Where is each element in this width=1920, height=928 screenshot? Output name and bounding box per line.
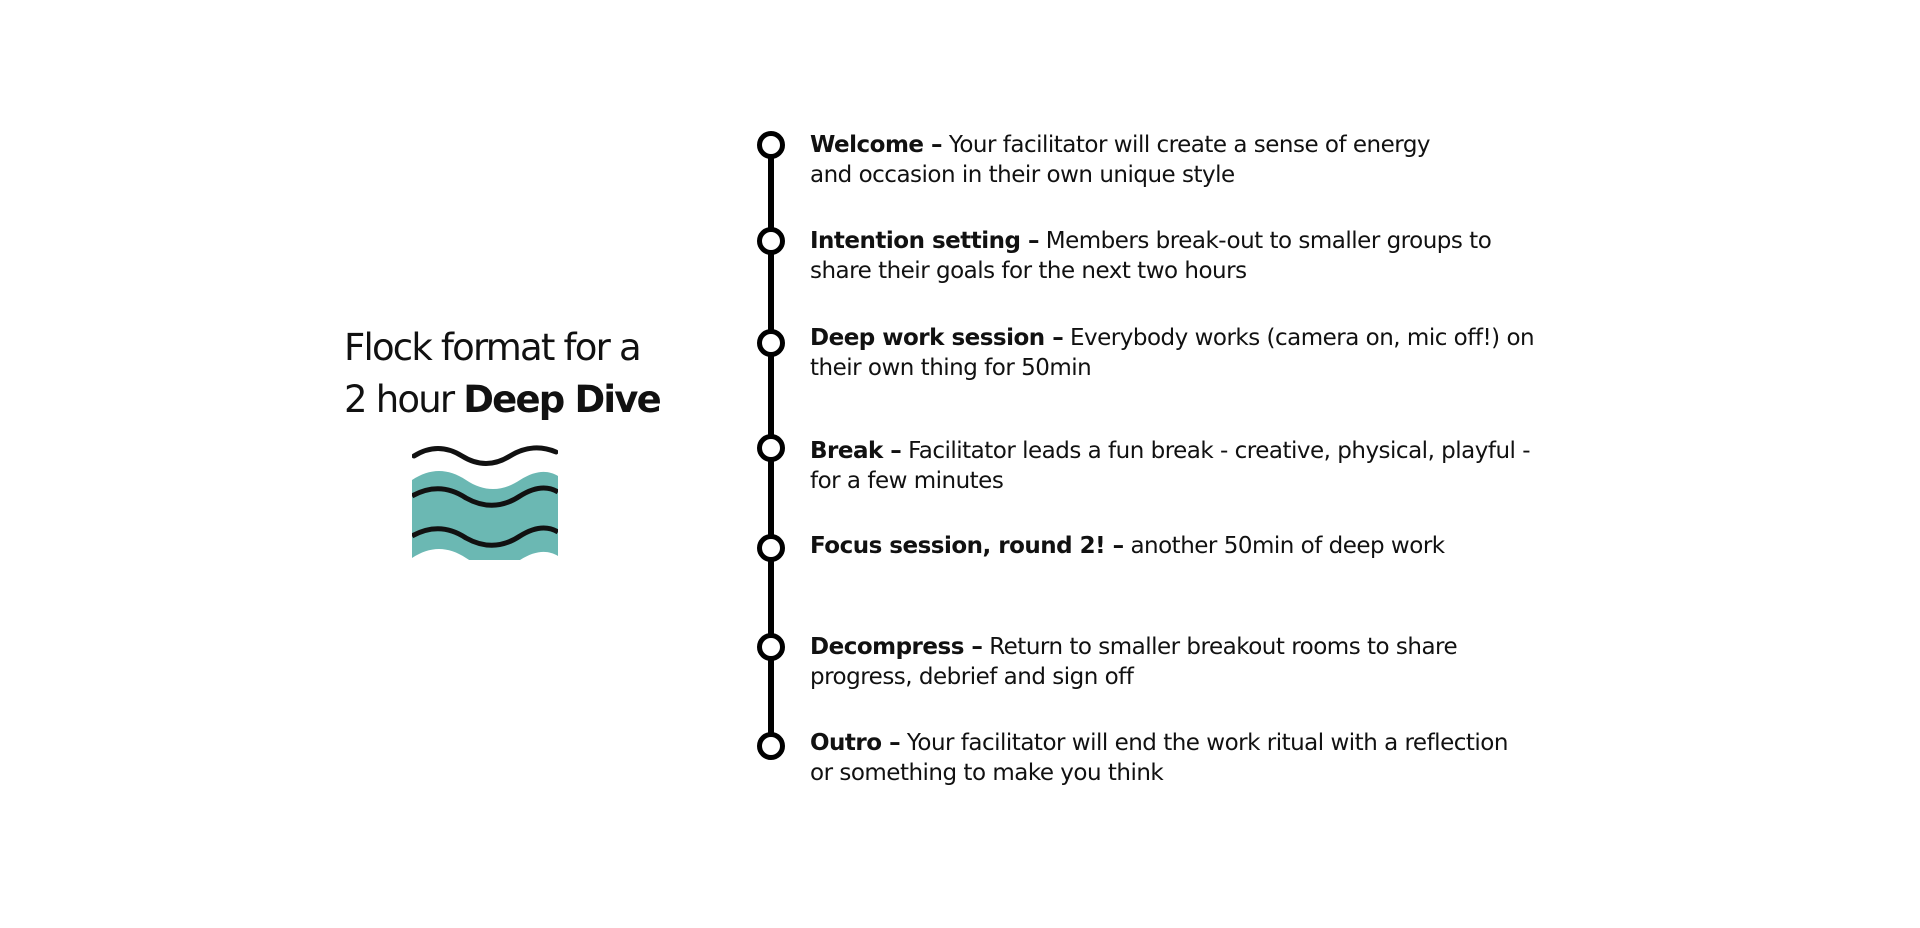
step-text: Break – Facilitator leads a fun break - … [810,436,1590,496]
timeline-node [757,131,785,159]
step-text: Welcome – Your facilitator will create a… [810,130,1590,190]
step-description: Your facilitator will end the work ritua… [906,730,1509,756]
wave-line-bottom [412,525,558,548]
step-text: Intention setting – Members break-out to… [810,226,1590,286]
timeline-node [757,534,785,562]
title-line-2: 2 hour Deep Dive [344,374,704,426]
title-line-1: Flock format for a [344,326,642,369]
timeline-node [757,732,785,760]
step-description: Members break-out to smaller groups to [1045,228,1492,254]
step-description: Facilitator leads a fun break - creative… [908,438,1531,464]
step-name: Outro – [810,730,901,756]
step-description: Everybody works (camera on, mic off!) on [1070,325,1535,351]
step-description: Your facilitator will create a sense of … [948,132,1431,158]
step-description-cont: share their goals for the next two hours [810,258,1247,284]
title-line-2-bold: Deep Dive [463,378,661,421]
timeline-node [757,434,785,462]
step-description-cont: or something to make you think [810,760,1164,786]
step-description-cont: progress, debrief and sign off [810,664,1134,690]
step-name: Intention setting – [810,228,1039,254]
step-name: Break – [810,438,902,464]
page-title: Flock format for a 2 hour Deep Dive [344,322,704,426]
step-description-cont: their own thing for 50min [810,355,1092,381]
step-description-cont: and occasion in their own unique style [810,162,1235,188]
step-description-cont: for a few minutes [810,468,1004,494]
step-description: Return to smaller breakout rooms to shar… [989,634,1458,660]
step-text: Outro – Your facilitator will end the wo… [810,728,1590,788]
step-name: Decompress – [810,634,983,660]
timeline-node [757,329,785,357]
step-text: Focus session, round 2! – another 50min … [810,531,1590,561]
title-line-2-prefix: 2 hour [344,378,455,421]
step-description: another 50min of deep work [1130,533,1445,559]
step-text: Deep work session – Everybody works (cam… [810,323,1590,383]
wave-line-middle [412,485,558,508]
step-text: Decompress – Return to smaller breakout … [810,632,1590,692]
timeline-node [757,227,785,255]
step-name: Focus session, round 2! – [810,533,1124,559]
step-name: Deep work session – [810,325,1064,351]
waves-icon [412,445,558,560]
step-name: Welcome – [810,132,943,158]
timeline-node [757,633,785,661]
wave-line-top [412,445,558,466]
